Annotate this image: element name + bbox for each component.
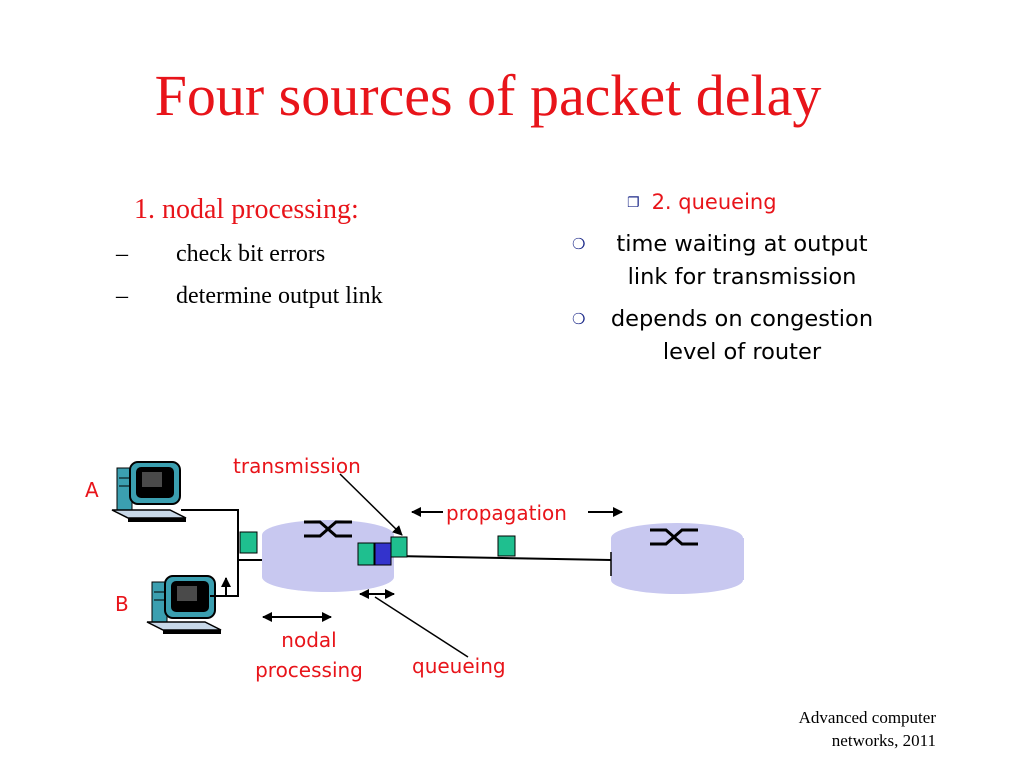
queueing-label: queueing (412, 654, 506, 678)
transmission-pointer-arrow (339, 473, 403, 536)
left-list-item: – determine output link (116, 283, 383, 310)
circle-bullet-icon: ❍ (572, 310, 586, 328)
footer-line: Advanced computer (798, 708, 936, 727)
propagation-label: propagation (446, 501, 567, 525)
slide-title: Four sources of packet delay (154, 63, 822, 128)
right-list-item: ❍ time waiting at output link for transm… (572, 228, 912, 294)
queueing-heading: ❐ 2. queueing (627, 190, 777, 214)
right-item-line: depends on congestion (610, 306, 874, 332)
host-b-computer-icon (146, 575, 222, 634)
left-item-text: check bit errors (176, 241, 326, 267)
packet-queued (374, 542, 392, 566)
host-b-label: B (115, 592, 129, 616)
dash-bullet-icon: – (116, 283, 128, 309)
packet-transmitting (390, 536, 408, 558)
right-item-line: link for transmission (627, 264, 857, 290)
packet-propagating (497, 535, 516, 557)
queueing-pointer-line (374, 596, 469, 658)
router-2-icon (611, 523, 744, 594)
left-item-text: determine output link (176, 283, 383, 309)
right-list-item: ❍ depends on congestion level of router (572, 303, 912, 369)
packet-queued (357, 542, 375, 566)
packet-arriving (239, 531, 258, 554)
nodal-processing-heading: 1. nodal processing: (134, 194, 359, 225)
dash-bullet-icon: – (116, 241, 128, 267)
square-bullet-icon: ❐ (627, 195, 640, 211)
nodal-processing-label: nodal processing (246, 625, 372, 685)
footer-line: networks, 2011 (831, 731, 936, 750)
right-item-line: time waiting at output (616, 231, 868, 257)
nodal-label-line: nodal (281, 628, 337, 652)
transmission-label: transmission (233, 454, 361, 478)
left-list-item: – check bit errors (116, 241, 325, 268)
circle-bullet-icon: ❍ (572, 235, 586, 253)
right-item-line: level of router (662, 339, 822, 365)
host-a-computer-icon (111, 461, 187, 522)
host-a-label: A (85, 478, 99, 502)
processing-label-line: processing (255, 658, 363, 682)
inter-router-link (393, 555, 612, 561)
queueing-heading-text: 2. queueing (651, 190, 777, 214)
footer-credit: Advanced computer networks, 2011 (696, 706, 936, 752)
access-links (181, 509, 262, 597)
